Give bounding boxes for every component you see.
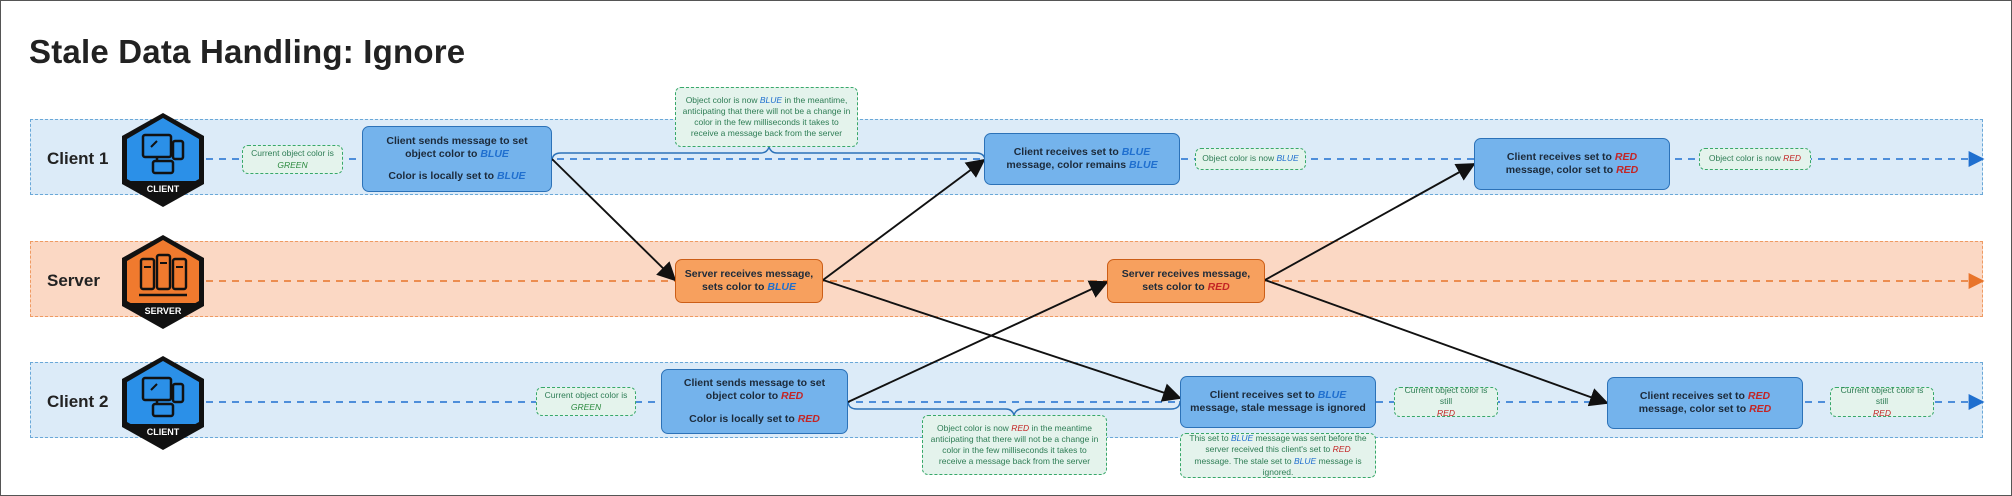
box-text: Client receives set to xyxy=(1506,150,1612,163)
note-text: Current object color is xyxy=(544,390,628,401)
client1-computer-icon xyxy=(122,113,204,207)
color-word: BLUE xyxy=(1317,388,1347,401)
c2-anticipation-note: Object color is now RED in the meantime … xyxy=(922,415,1107,475)
color-word: RED xyxy=(1616,164,1639,176)
lane-label-server: Server xyxy=(47,271,100,290)
lane-label-client2: Client 2 xyxy=(47,392,109,411)
color-word: RED xyxy=(1437,407,1455,418)
color-word: RED xyxy=(1011,422,1030,433)
server-receive-red-box: Server receives message, sets color to R… xyxy=(1107,259,1265,303)
lane-server xyxy=(30,241,1983,317)
color-word: BLUE xyxy=(1276,153,1299,164)
note-text: Object color is now xyxy=(937,422,1009,433)
color-word: RED xyxy=(1873,407,1891,418)
c1-now-red-note: Object color is now RED xyxy=(1699,148,1811,170)
note-text: Current object color is still xyxy=(1840,385,1924,407)
box-text: Color is locally set to xyxy=(388,170,495,183)
c2-still-red-note-2: Current object color is still RED xyxy=(1830,385,1934,418)
color-word: RED xyxy=(1747,389,1771,402)
box-text: message, color set to xyxy=(1505,164,1614,176)
c2-send-red-box: Client sends message to set object color… xyxy=(661,369,848,434)
c1-now-blue-note: Object color is now BLUE xyxy=(1195,148,1306,170)
note-text: Object color is now xyxy=(685,94,758,105)
page-title: Stale Data Handling: Ignore xyxy=(29,33,466,70)
color-word: BLUE xyxy=(767,281,796,293)
box-text: message, stale message is ignored xyxy=(1190,402,1366,414)
box-text: Client receives set to xyxy=(1209,388,1315,401)
note-text: message. The stale set to xyxy=(1194,455,1292,466)
c2-still-red-note-1: Current object color is still RED xyxy=(1394,385,1498,418)
color-word: BLUE xyxy=(1121,145,1151,158)
note-text: in the meantime, anticipating that there… xyxy=(682,94,851,139)
client1-badge-label: CLIENT xyxy=(146,184,180,194)
box-text: Server receives message, sets color to xyxy=(1121,267,1251,293)
c1-anticipation-note: Object color is now BLUE in the meantime… xyxy=(675,87,858,147)
box-text: Server receives message, sets color to xyxy=(684,267,814,293)
color-word: BLUE xyxy=(1128,159,1158,171)
box-text: Color is locally set to xyxy=(689,412,795,425)
note-text: This set to xyxy=(1189,433,1229,444)
color-word: RED xyxy=(1614,150,1638,163)
c2-stale-explanation-note: This set to BLUE message was sent before… xyxy=(1180,433,1376,478)
color-word: BLUE xyxy=(759,94,783,105)
color-word: RED xyxy=(1207,281,1230,293)
box-text: message, color set to xyxy=(1638,403,1747,415)
server-receive-blue-box: Server receives message, sets color to B… xyxy=(675,259,823,303)
note-text: Current object color is xyxy=(251,148,334,159)
client2-computer-icon xyxy=(122,356,204,450)
color-word: BLUE xyxy=(1293,455,1317,466)
box-text: Client sends message to set object color… xyxy=(386,134,528,160)
note-text: Current object color is still xyxy=(1404,385,1488,407)
color-word: GREEN xyxy=(570,401,602,412)
color-word: BLUE xyxy=(496,170,526,183)
color-word: GREEN xyxy=(277,159,308,170)
c1-current-color-note: Current object color is GREEN xyxy=(242,145,343,174)
color-word: BLUE xyxy=(1230,433,1254,444)
note-text: Object color is now xyxy=(1202,153,1275,164)
c2-receive-red-box: Client receives set to RED message, colo… xyxy=(1607,377,1803,429)
client2-badge-label: CLIENT xyxy=(146,427,180,437)
color-word: BLUE xyxy=(480,147,509,160)
note-text: in the meantime anticipating that there … xyxy=(930,422,1099,467)
color-word: RED xyxy=(1783,153,1802,164)
box-text: Client receives set to xyxy=(1013,145,1119,158)
c1-receive-red-box: Client receives set to RED message, colo… xyxy=(1474,138,1670,190)
c1-send-blue-box: Client sends message to set object color… xyxy=(362,126,552,192)
note-text: message was sent before the server recei… xyxy=(1205,433,1367,455)
color-word: RED xyxy=(1749,403,1772,415)
color-word: RED xyxy=(797,412,820,425)
server-badge-label: SERVER xyxy=(144,306,182,316)
color-word: RED xyxy=(1332,444,1351,455)
lane-label-client1: Client 1 xyxy=(47,149,109,168)
box-text: Client sends message to set object color… xyxy=(683,377,826,403)
box-text: message, color remains xyxy=(1006,159,1127,171)
note-text: Object color is now xyxy=(1708,153,1781,164)
color-word: RED xyxy=(781,390,804,403)
c2-receive-blue-ignored-box: Client receives set to BLUE message, sta… xyxy=(1180,376,1376,428)
note-text: message is ignored. xyxy=(1262,455,1362,477)
c2-current-color-note: Current object color is GREEN xyxy=(536,387,636,416)
c1-receive-blue-box: Client receives set to BLUE message, col… xyxy=(984,133,1180,185)
server-rack-icon xyxy=(122,235,204,329)
box-text: Client receives set to xyxy=(1639,389,1745,402)
